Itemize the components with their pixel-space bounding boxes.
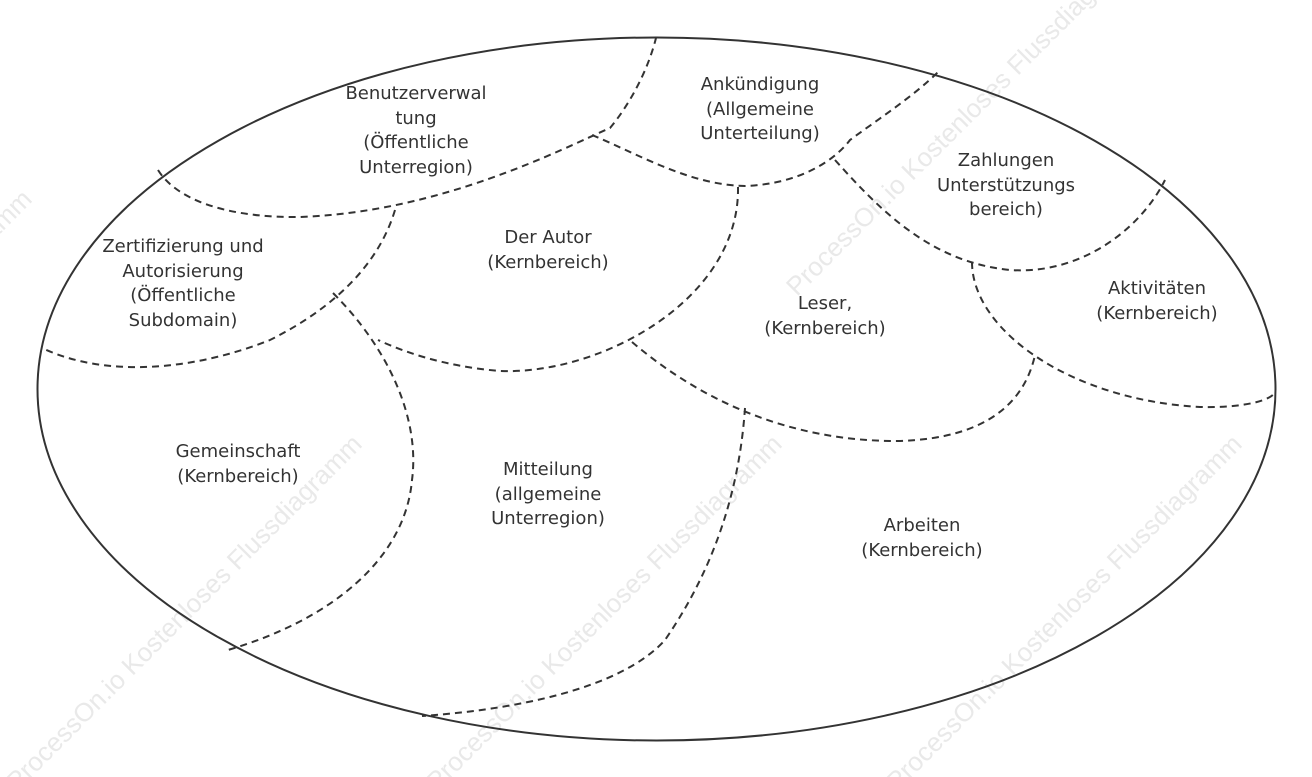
label-line: (Kernbereich): [1096, 302, 1218, 324]
region-label-gemeinschaft: Gemeinschaft (Kernbereich): [176, 440, 301, 489]
boundary-zertifizierung-autor: [41, 209, 396, 369]
region-label-mitteilung: Mitteilung (allgemeine Unterregion): [491, 458, 605, 532]
label-line: Leser,: [797, 293, 853, 314]
label-line: Benutzerverwal: [345, 83, 487, 104]
region-label-aktivitaeten: Aktivitäten (Kernbereich): [1096, 277, 1217, 326]
label-line: Unterregion): [491, 508, 605, 529]
label-line: (Kernbereich): [764, 317, 886, 339]
label-line: Aktivitäten: [1107, 278, 1207, 299]
boundary-autor-bottom: [377, 186, 740, 373]
region-label-arbeiten: Arbeiten (Kernbereich): [861, 514, 982, 563]
boundary-aktivitaeten-bottom: [971, 261, 1276, 409]
label-line: (Allgemeine: [706, 98, 814, 120]
boundary-mitteilung-arbeiten: [421, 407, 746, 717]
label-line: tung: [395, 107, 437, 129]
region-label-ankuendigung: Ankündigung (Allgemeine Unterteilung): [700, 73, 820, 147]
label-line: Zahlungen: [957, 150, 1055, 171]
label-line: (Kernbereich): [487, 251, 609, 273]
label-line: Mitteilung: [503, 459, 593, 480]
label-line: Subdomain): [128, 309, 238, 331]
label-line: Arbeiten: [883, 515, 961, 536]
region-label-zahlungen: Zahlungen Unterstützungs bereich): [937, 149, 1075, 223]
label-line: Unterstützungs: [936, 174, 1076, 196]
label-line: (Kernbereich): [861, 539, 983, 561]
boundary-ankuendigung-bottom: [591, 71, 939, 188]
label-line: Ankündigung: [700, 74, 820, 95]
boundary-gemeinschaft-mitteilung: [227, 292, 415, 651]
region-label-zertifizierung: Zertifizierung und Autorisierung (Öffent…: [102, 235, 263, 333]
domain-outline: [36, 36, 1277, 742]
label-line: (allgemeine: [494, 483, 602, 505]
region-label-leser: Leser, (Kernbereich): [764, 292, 885, 341]
label-line: Gemeinschaft: [175, 441, 301, 462]
label-line: (Öffentliche: [363, 132, 469, 153]
label-line: Zertifizierung und: [102, 236, 264, 257]
boundary-benutzerverwaltung-bottom: [157, 37, 657, 219]
label-line: (Öffentliche: [130, 285, 236, 306]
label-line: Unterteilung): [700, 123, 820, 144]
boundary-zahlungen-bottom: [834, 159, 1166, 272]
region-label-autor: Der Autor (Kernbereich): [487, 226, 608, 275]
label-line: Unterregion): [359, 156, 473, 178]
region-label-benutzerverwaltung: Benutzerverwal tung (Öffentliche Unterre…: [345, 82, 486, 180]
boundary-leser-bottom: [631, 341, 1036, 443]
label-line: Der Autor: [504, 227, 592, 248]
label-line: (Kernbereich): [177, 465, 299, 487]
label-line: Autorisierung: [122, 260, 244, 282]
label-line: bereich): [969, 199, 1043, 220]
